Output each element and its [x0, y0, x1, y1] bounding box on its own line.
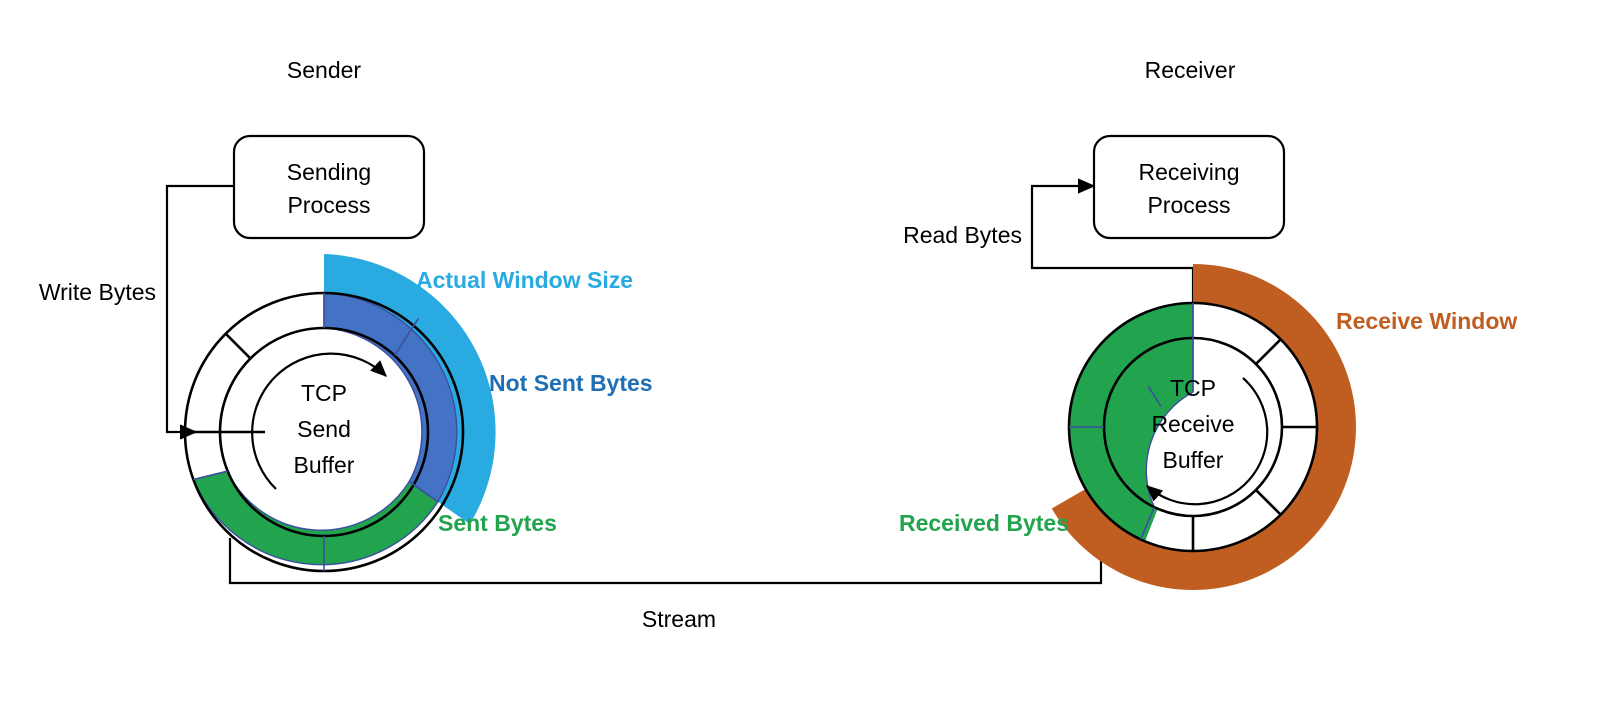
- clockwise-arrow-icon: [251, 352, 387, 490]
- stream-label: Stream: [642, 606, 716, 632]
- received-bytes-tip: [1140, 507, 1158, 542]
- receiver-divider-a: [1147, 385, 1162, 407]
- sender-spoke-upper-left: [224, 332, 252, 360]
- receiver-spoke-se: [1254, 488, 1282, 516]
- sending-process-line1: Sending: [287, 159, 371, 185]
- send-buffer-line2: Send: [297, 416, 351, 442]
- sending-process-line2: Process: [287, 192, 370, 218]
- actual-window-size-arc: [324, 254, 496, 525]
- received-bytes-label: Received Bytes: [899, 510, 1069, 536]
- write-bytes-connector: [165, 184, 234, 434]
- sending-process-box: [232, 134, 426, 240]
- receiver-spoke-ne: [1254, 338, 1282, 366]
- receiving-process-line1: Receiving: [1139, 159, 1240, 185]
- not-sent-bytes-label: Not Sent Bytes: [489, 370, 653, 396]
- receive-buffer-line1: TCP: [1170, 375, 1216, 401]
- sender-divider-c: [193, 470, 228, 481]
- send-buffer-line1: TCP: [301, 380, 347, 406]
- receiving-process-line2: Process: [1147, 192, 1230, 218]
- read-bytes-label: Read Bytes: [903, 222, 1022, 248]
- sender-divider-b: [408, 480, 439, 503]
- receiver-divider-c: [1139, 506, 1156, 540]
- write-bytes-label: Write Bytes: [39, 279, 156, 305]
- receiving-process-box: [1092, 134, 1286, 240]
- receive-buffer-line2: Receive: [1151, 411, 1234, 437]
- receive-window-label: Receive Window: [1336, 308, 1517, 334]
- receiver-title: Receiver: [1145, 57, 1236, 83]
- not-sent-bytes-segment: [323, 292, 458, 503]
- send-buffer-line3: Buffer: [294, 452, 355, 478]
- sent-bytes-label: Sent Bytes: [438, 510, 557, 536]
- sender-divider-a: [393, 318, 419, 357]
- stream-connector: [228, 538, 1103, 585]
- counterclockwise-arrow-icon: [1146, 377, 1269, 506]
- sender-title: Sender: [287, 57, 362, 83]
- actual-window-size-label: Actual Window Size: [416, 267, 633, 293]
- receive-buffer-line3: Buffer: [1163, 447, 1224, 473]
